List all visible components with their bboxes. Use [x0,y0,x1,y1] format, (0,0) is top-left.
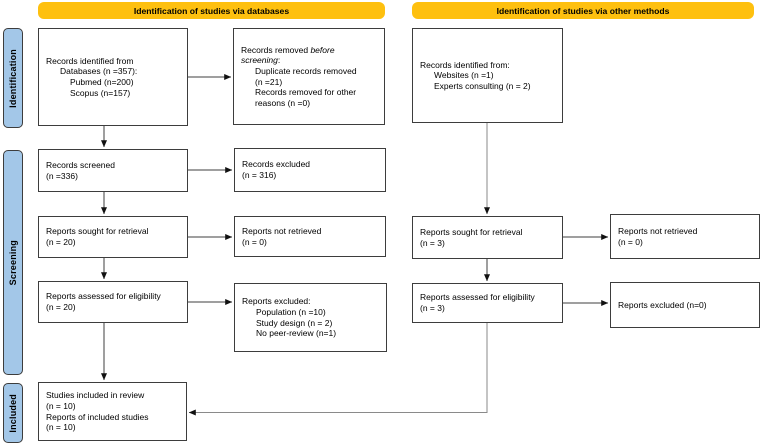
stage-included-label: Included [8,393,18,433]
node-line: Reports not retrieved [618,225,698,236]
banner-identification-databases: Identification of studies via databases [38,2,385,19]
node-records-screened: Records screened (n =336) [38,149,188,192]
node-line: Duplicate records removed [255,65,357,76]
node-line: Records removed for other [255,87,357,98]
node-line: reasons (n =0) [255,97,311,108]
node-reports-excluded-other-methods: Reports excluded (n=0) [610,282,760,328]
node-reports-not-retrieved-other-methods: Reports not retrieved (n = 0) [610,214,760,259]
node-line: (n = 3) [420,303,445,313]
stage-screening: Screening [3,150,23,375]
stage-identification: Identification [3,28,23,128]
banner-identification-other-methods: Identification of studies via other meth… [412,2,754,19]
node-line: Reports assessed for eligibility [420,292,535,303]
node-reports-not-retrieved-databases: Reports not retrieved (n = 0) [234,216,386,257]
node-line: Studies included in review [46,390,145,401]
node-line: Experts consulting (n = 2) [434,80,531,91]
node-line: Reports of included studies [46,411,149,422]
node-line: Records excluded [242,159,311,170]
arrow-assessed-other-to-included [188,323,488,416]
node-line: screening: [241,55,380,66]
node-reports-assessed-databases: Reports assessed for eligibility (n = 20… [38,281,188,323]
stage-screening-label: Screening [8,239,18,286]
node-line: Reports sought for retrieval [420,226,523,237]
node-line: Databases (n =357): [60,66,138,77]
node-line: (n =21) [255,76,283,87]
node-reports-assessed-other-methods: Reports assessed for eligibility (n = 3) [412,283,563,323]
node-line: (n =336) [46,170,78,181]
node-line-text: : [277,55,281,66]
node-records-removed-before-screening: Records removed before screening: Duplic… [233,28,385,125]
node-line: (n = 0) [618,236,643,247]
node-line-text-italic: screening [241,55,278,66]
stage-included: Included [3,383,23,443]
node-line: Reports not retrieved [242,225,322,236]
node-line: Reports assessed for eligibility [46,291,161,302]
node-reports-sought-databases: Reports sought for retrieval (n = 20) [38,216,188,258]
node-line-text-italic: before [310,44,335,55]
stage-identification-label: Identification [8,48,18,108]
node-line: No peer-review (n=1) [256,328,337,339]
node-line: Records screened [46,159,115,170]
node-line: Records identified from [46,55,134,66]
node-line-text: Records removed [241,44,311,55]
node-line: Websites (n =1) [434,70,494,81]
node-line: Reports excluded: [242,296,311,307]
node-line: Scopus (n=157) [70,87,131,98]
node-line: Population (n =10) [256,306,326,317]
node-line: (n = 316) [242,170,277,180]
node-line: (n = 0) [242,236,267,247]
node-line: Records removed before [241,45,380,56]
node-line: Reports sought for retrieval [46,226,149,237]
node-records-identified-other-methods: Records identified from: Websites (n =1)… [412,28,563,123]
node-line: Records identified from: [420,59,510,70]
node-line: (n = 10) [46,400,76,411]
node-studies-included-in-review: Studies included in review (n = 10) Repo… [38,382,187,441]
node-line: Pubmed (n=200) [70,77,134,87]
node-reports-sought-other-methods: Reports sought for retrieval (n = 3) [412,216,563,259]
node-line: Reports excluded (n=0) [618,299,707,310]
node-records-identified-databases: Records identified from Databases (n =35… [38,28,188,126]
node-line: (n = 3) [420,237,445,248]
node-line: (n = 20) [46,237,76,247]
node-reports-excluded-databases: Reports excluded: Population (n =10) Stu… [234,283,387,352]
node-line: (n = 10) [46,422,76,433]
node-records-excluded: Records excluded (n = 316) [234,148,386,192]
node-line: (n = 20) [46,302,76,312]
node-line: Study design (n = 2) [256,317,333,328]
